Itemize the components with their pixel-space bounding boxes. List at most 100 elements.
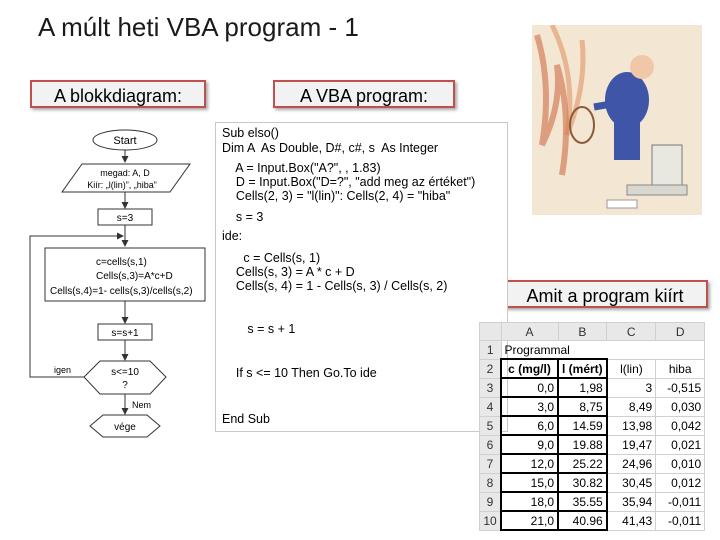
- input-parallelogram: [61, 163, 191, 193]
- cell: -0,515: [655, 377, 706, 398]
- calc-line-2: Cells(s,3)=A*c+D: [96, 271, 173, 282]
- yes-label: igen: [54, 365, 71, 375]
- no-label: Nem: [132, 400, 151, 410]
- table-row: 5 6,0 14.59 13,98 0,042: [479, 415, 706, 436]
- end-terminator: [89, 414, 161, 438]
- cell: 0,012: [655, 472, 706, 493]
- table-row: 3 0,0 1,98 3 -0,515: [479, 377, 706, 398]
- assign-s-text: s=3: [117, 213, 134, 224]
- input-line-2: Kiír: „l(lin)”, „hiba”: [87, 180, 157, 190]
- row-number: 8: [479, 472, 502, 493]
- cell: -0,011: [655, 510, 706, 531]
- code-line: If s <= 10 Then Go.To ide: [222, 366, 377, 380]
- cell: 25.22: [557, 453, 608, 474]
- cell: 35,94: [606, 491, 657, 512]
- vba-program-label: A VBA program:: [273, 80, 455, 108]
- row-number: 4: [479, 396, 502, 417]
- vba-code-panel: Sub elso() Dim A As Double, D#, c#, s As…: [215, 122, 508, 432]
- decision-hexagon: [83, 360, 167, 395]
- end-text: vége: [114, 422, 136, 433]
- cell: 41,43: [606, 510, 657, 531]
- cell: 35.55: [557, 491, 608, 512]
- cell: 24,96: [606, 453, 657, 474]
- cell: 13,98: [606, 415, 657, 436]
- row-number: 9: [479, 491, 502, 512]
- decision-line-1: s<=10: [111, 367, 139, 378]
- cell: 15,0: [500, 472, 559, 493]
- code-line: Cells(s, 4) = 1 - Cells(s, 3) / Cells(s,…: [222, 279, 448, 293]
- cell: 3,0: [500, 396, 559, 417]
- cell: 0,0: [500, 377, 559, 398]
- cell: 3: [606, 377, 657, 398]
- cell: 0,010: [655, 453, 706, 474]
- start-terminator: [92, 129, 158, 151]
- table-row: 6 9,0 19.88 19,47 0,021: [479, 434, 706, 455]
- row-number: 10: [479, 510, 502, 531]
- decision-line-2: ?: [122, 380, 128, 391]
- cell: 40.96: [557, 510, 608, 531]
- program-output-label: Amit a program kiírt: [502, 280, 708, 308]
- code-line: Sub elso(): [222, 126, 279, 140]
- code-line: c = Cells(s, 1): [226, 251, 321, 265]
- corner-cell: [479, 322, 502, 341]
- calc-line-3: Cells(s,4)=1- cells(s,3)/cells(s,2): [50, 286, 193, 297]
- row-number: 1: [479, 340, 502, 360]
- row-number: 3: [479, 377, 502, 398]
- code-line: s = 3: [222, 210, 264, 224]
- increment-box: [97, 323, 153, 341]
- cell: 19.88: [557, 434, 608, 455]
- cell: 12,0: [500, 453, 559, 474]
- code-line: A = Input.Box("A?", , 1.83): [222, 161, 381, 175]
- cartoon-illustration: [532, 25, 702, 215]
- table-row: 9 18,0 35.55 35,94 -0,011: [479, 491, 706, 512]
- code-line: s = s + 1: [230, 322, 296, 336]
- code-line: D = Input.Box("D=?", "add meg az értéket…: [222, 175, 476, 189]
- calc-box: [44, 247, 206, 302]
- cell: 21,0: [500, 510, 559, 531]
- start-text: Start: [113, 135, 136, 147]
- header-cell-l-lin: l(lin): [606, 358, 657, 379]
- input-line-1: megad: A, D: [100, 168, 150, 178]
- code-line: Cells(s, 3) = A * c + D: [222, 265, 355, 279]
- code-line: Dim A As Double, D#, c#, s As Integer: [222, 141, 439, 155]
- cell: 9,0: [500, 434, 559, 455]
- code-line: End Sub: [222, 412, 270, 426]
- column-header-a: A: [500, 322, 559, 341]
- flowchart-diagram: Start megad: A, D Kiír: „l(lin)”, „hiba”…: [29, 129, 206, 438]
- cell: 19,47: [606, 434, 657, 455]
- row-number: 7: [479, 453, 502, 474]
- cell: 1,98: [557, 377, 608, 398]
- header-cell-hiba: hiba: [655, 358, 706, 379]
- cell: 14.59: [557, 415, 608, 436]
- calc-line-1: c=cells(s,1): [96, 257, 147, 268]
- column-header-c: C: [606, 322, 657, 341]
- cell: -0,011: [655, 491, 706, 512]
- cell: 0,021: [655, 434, 706, 455]
- cell: 8,49: [606, 396, 657, 417]
- code-line: Cells(2, 3) = "l(lin)": Cells(2, 4) = "h…: [222, 189, 451, 203]
- cell: 18,0: [500, 491, 559, 512]
- table-row: 10 21,0 40.96 41,43 -0,011: [479, 510, 706, 531]
- column-header-b: B: [557, 322, 608, 341]
- header-cell-l-mert: l (mért): [557, 358, 608, 379]
- table-row: 4 3,0 8,75 8,49 0,030: [479, 396, 706, 417]
- assign-s-box: [97, 208, 153, 226]
- flowchart-label: A blokkdiagram:: [30, 80, 206, 108]
- cell: 0,030: [655, 396, 706, 417]
- code-line: ide:: [222, 229, 243, 243]
- column-header-d: D: [655, 322, 706, 341]
- cell: 6,0: [500, 415, 559, 436]
- slide-title: A múlt heti VBA program - 1: [38, 12, 359, 42]
- row-number: 6: [479, 434, 502, 455]
- row-number: 2: [479, 358, 502, 379]
- cell: 30.82: [557, 472, 608, 493]
- sheet-title-cell: Programmal: [500, 340, 706, 360]
- table-row: 8 15,0 30.82 30,45 0,012: [479, 472, 706, 493]
- header-cell-c: c (mg/l): [500, 358, 559, 379]
- cell: 0,042: [655, 415, 706, 436]
- cell: 30,45: [606, 472, 657, 493]
- row-number: 5: [479, 415, 502, 436]
- table-row: 7 12,0 25.22 24,96 0,010: [479, 453, 706, 474]
- increment-text: s=s+1: [111, 328, 139, 339]
- spreadsheet-result: A B C D 1 Programmal 2 c (mg/l) l (mért)…: [479, 322, 706, 531]
